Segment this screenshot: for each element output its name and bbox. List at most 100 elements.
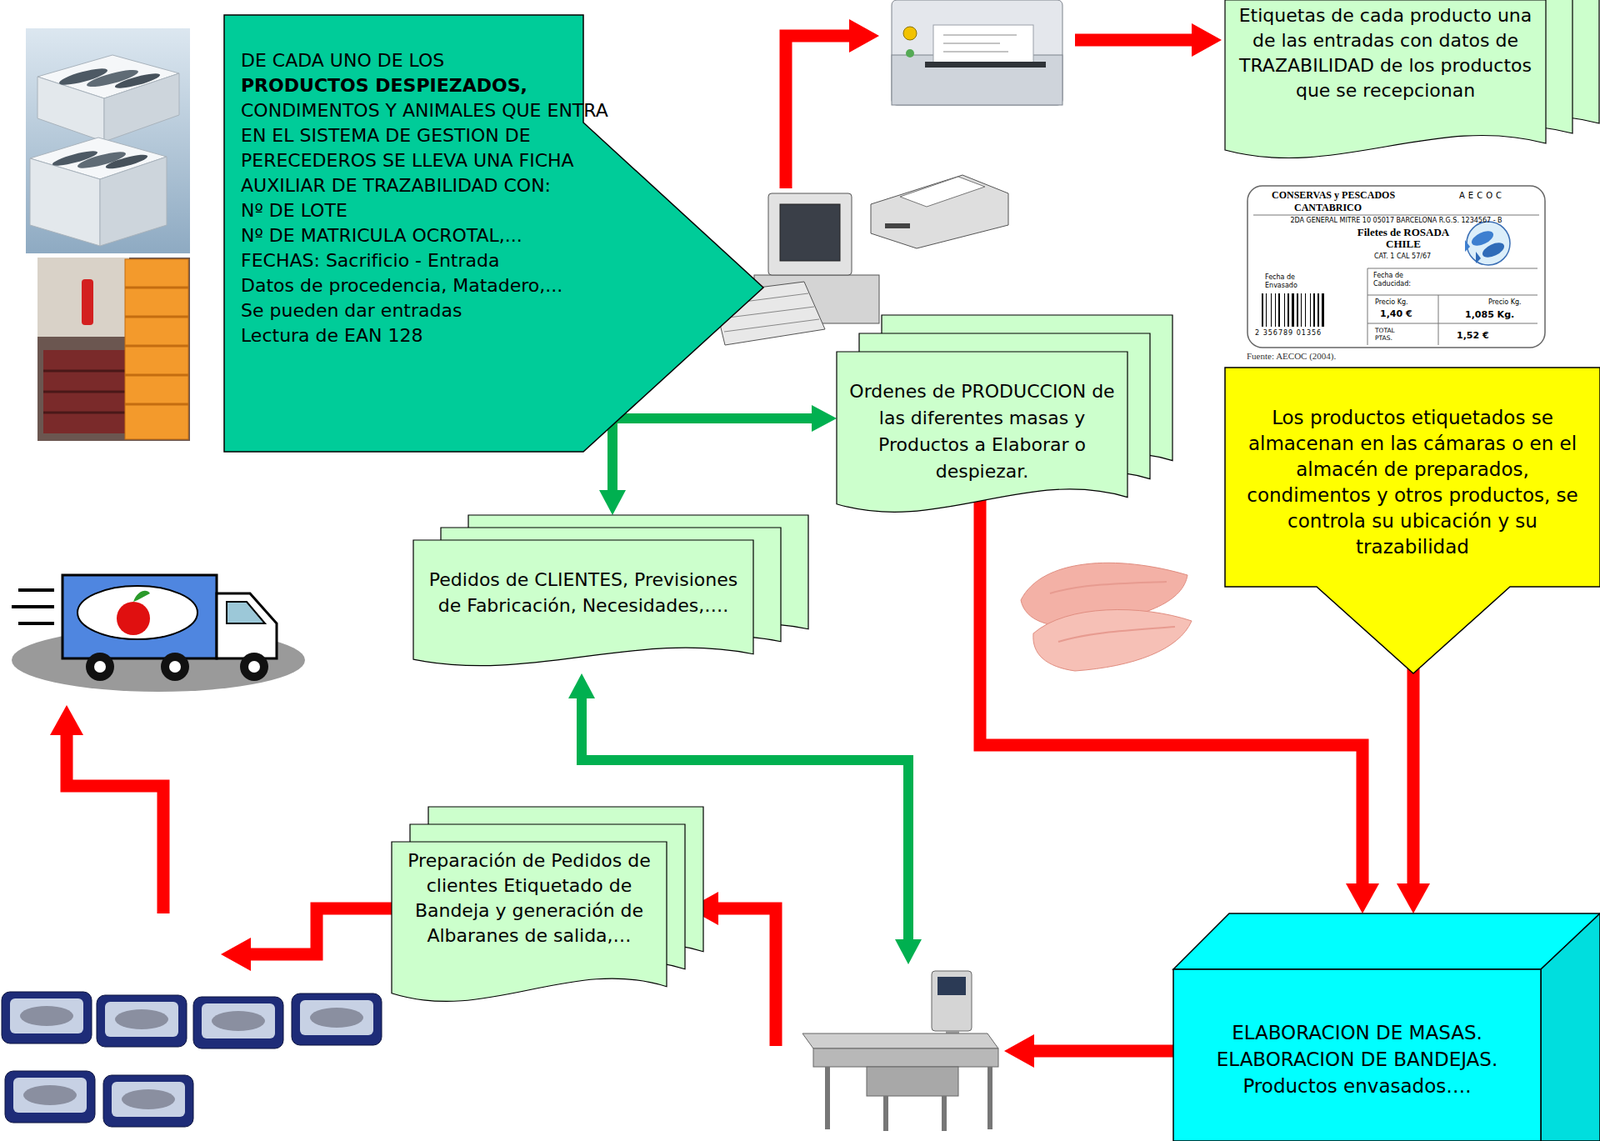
barcode-bars <box>1317 293 1320 327</box>
label-printer <box>903 26 917 40</box>
delivery-truck <box>94 660 106 673</box>
fish-box-photo <box>114 70 162 91</box>
barcode-bars <box>1284 293 1285 327</box>
packaged-trays <box>111 1081 185 1117</box>
label-field: Fecha de Caducidad: <box>1373 271 1425 289</box>
flow-arrows <box>1034 1045 1174 1058</box>
packaged-trays <box>103 1075 194 1127</box>
process-box-3d-outline <box>1540 913 1600 1141</box>
label-text: CANTABRICO <box>1294 201 1362 215</box>
label-text: CAT. 1 CAL 57/67 <box>1359 252 1446 261</box>
packaged-trays <box>121 1089 175 1110</box>
node-text: FECHAS: Sacrificio - Entrada <box>240 248 612 274</box>
fish-box-photo <box>25 28 190 254</box>
weighing-labeller <box>802 1033 999 1049</box>
delivery-truck <box>116 601 150 635</box>
flow-arrows <box>1075 34 1192 47</box>
document-stack-outline <box>391 841 667 1001</box>
barcode-bars <box>1275 293 1276 327</box>
label-field: 1,085 Kg. <box>1465 309 1515 321</box>
product-label-outline <box>1247 185 1545 348</box>
node-text: Se pueden dar entradas <box>240 298 612 324</box>
weighing-labeller <box>813 1048 999 1067</box>
label-field: CAT. 1 CAL 57/67 <box>1359 252 1446 261</box>
weighing-labeller <box>941 1095 947 1131</box>
label-field: TOTAL PTAS. <box>1375 326 1412 342</box>
process-box-3d-outline <box>1173 913 1600 970</box>
connector-arrow <box>1407 656 1420 884</box>
document-stack-outline <box>836 351 1128 512</box>
storage-arrow-outline <box>1225 367 1600 674</box>
connector-arrow <box>612 418 812 490</box>
cold-room-photo <box>43 390 127 394</box>
cold-room-photo <box>125 315 189 319</box>
packaged-trays <box>105 1001 179 1037</box>
document-stack-outline <box>413 515 809 673</box>
label-field: Precio Kg. <box>1488 298 1522 307</box>
node-text: DE CADA UNO DE LOS <box>240 48 612 74</box>
barcode-bars <box>1287 293 1290 327</box>
barcode-bars <box>1310 293 1311 327</box>
delivery-truck <box>62 575 217 659</box>
label-text: Fecha de Envasado <box>1265 273 1317 290</box>
label-printer <box>943 35 1017 36</box>
delivery-truck <box>216 593 277 659</box>
cold-room-photo <box>125 286 189 290</box>
delivery-truck <box>11 605 55 609</box>
packaged-trays <box>13 1077 87 1113</box>
label-text: Precio Kg. <box>1488 298 1522 307</box>
process-box-3d: ELABORACION DE MASAS.ELABORACION DE BAND… <box>1173 913 1600 1141</box>
label-text: AECOC <box>1459 190 1505 201</box>
flow-arrows <box>785 35 850 189</box>
product-label-outline <box>1246 185 1546 349</box>
document-stack: Pedidos de CLIENTES, Previsiones de Fabr… <box>413 515 809 673</box>
input-arrow-box-outline <box>224 15 764 452</box>
label-rule <box>1367 323 1538 325</box>
fish-box-photo <box>105 151 150 171</box>
barcode-bars <box>1270 293 1272 327</box>
label-field: 1,52 € <box>1456 330 1490 342</box>
label-field: AECOC <box>1459 190 1505 201</box>
fish-fillet <box>1050 581 1167 594</box>
barcode-bars <box>1305 293 1306 327</box>
packaged-trays <box>310 1007 364 1028</box>
label-field: Fecha de Envasado <box>1265 273 1317 290</box>
node-text: ELABORACION DE MASAS. <box>1178 1019 1536 1046</box>
packaged-trays <box>96 995 187 1047</box>
flow-arrows <box>66 735 164 914</box>
label-printer <box>933 25 1034 64</box>
input-arrow-box: DE CADA UNO DE LOSPRODUCTOS DESPIEZADOS,… <box>224 15 764 452</box>
label-rule <box>1438 295 1440 345</box>
computer-illustration <box>780 204 840 261</box>
packaged-trays <box>23 1085 77 1105</box>
label-field: CONSERVAS y PESCADOS <box>1271 189 1395 202</box>
fish-box-photo <box>30 158 100 246</box>
label-text: TOTAL PTAS. <box>1375 326 1412 342</box>
weighing-labeller <box>802 970 999 1131</box>
document-stack-outline <box>1225 0 1546 159</box>
computer-illustration <box>885 223 910 229</box>
packaged-trays <box>1 991 382 1127</box>
barcode-bars <box>1313 293 1315 327</box>
node-text: Etiquetas de cada producto una de las en… <box>1231 3 1540 104</box>
packaged-trays <box>300 1000 374 1035</box>
packaged-trays <box>291 993 382 1045</box>
node-text: Pedidos de CLIENTES, Previsiones de Fabr… <box>425 566 742 619</box>
text-area: Preparación de Pedidos de clientes Etiqu… <box>395 848 664 979</box>
delivery-truck <box>169 660 181 673</box>
computer-illustration <box>768 193 852 275</box>
packaged-trays <box>211 1010 265 1031</box>
label-field: 2 356789 01356 <box>1255 329 1322 338</box>
text-area: DE CADA UNO DE LOSPRODUCTOS DESPIEZADOS,… <box>240 48 612 440</box>
node-text: Productos envasados…. <box>1178 1072 1536 1100</box>
delivery-truck <box>85 652 115 681</box>
product-label: CONSERVAS y PESCADOSCANTABRICOAECOC2DA G… <box>1246 185 1546 349</box>
computer-illustration <box>724 319 820 332</box>
label-printer <box>891 0 1063 105</box>
cold-room-photo <box>125 374 189 377</box>
barcode-bars <box>1296 293 1299 327</box>
computer-illustration <box>870 175 1009 249</box>
text-area: Los productos etiquetados se almacenan e… <box>1231 384 1594 581</box>
cold-room-photo <box>43 350 127 434</box>
